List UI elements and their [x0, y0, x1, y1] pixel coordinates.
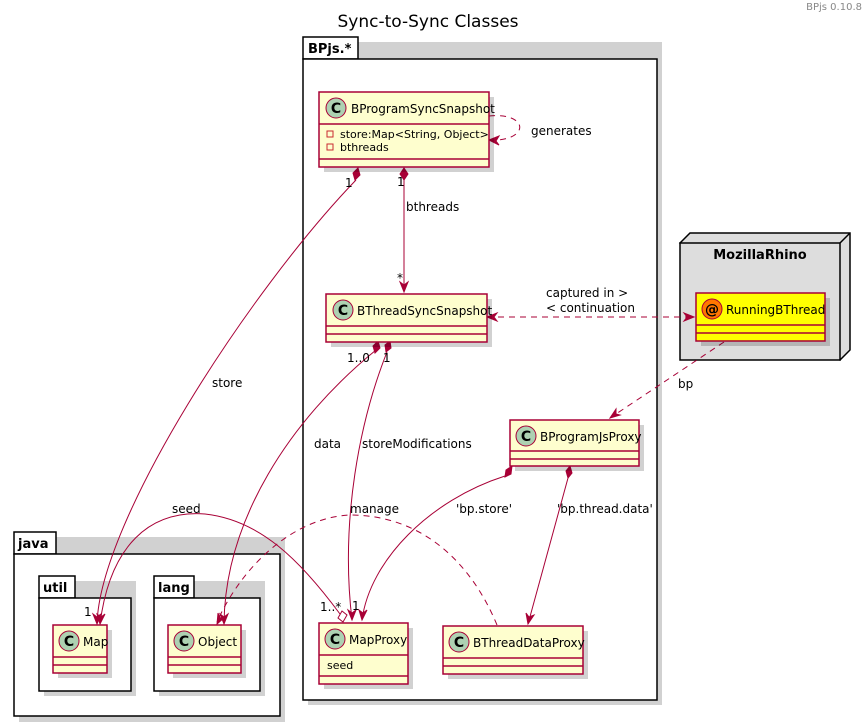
edge-data-label: data [314, 437, 341, 451]
edge-seed-mult: 1..* [320, 600, 341, 614]
class-name: BProgramJsProxy [540, 430, 642, 444]
edge-store-mult-from: 1 [345, 176, 353, 190]
edge-bp-store: 'bp.store' [358, 464, 513, 622]
class-bthread-sync-snapshot: C BThreadSyncSnapshot [325, 293, 493, 347]
class-icon: C [330, 632, 340, 648]
class-icon: C [64, 634, 74, 650]
edge-store-mod-mult-from: 1 [383, 351, 391, 365]
edge-generates: generates [487, 115, 592, 146]
edge-bp-store-label: 'bp.store' [456, 502, 512, 516]
edge-bthreads-mult-from: 1 [397, 175, 405, 189]
version-label: BPjs 0.10.8 [806, 2, 862, 13]
class-name: Object [198, 635, 237, 649]
class-bthread-data-proxy: C BThreadDataProxy [442, 625, 588, 679]
class-running-bthread: @ RunningBThread [695, 292, 830, 346]
edge-bp: bp [608, 341, 725, 419]
edge-bp-thread-data: 'bp.thread.data' [525, 464, 653, 626]
class-icon: C [521, 429, 531, 445]
class-map: C Map [52, 624, 112, 678]
edge-generates-label: generates [531, 124, 592, 138]
class-bprogram-js-proxy: C BProgramJsProxy [509, 419, 644, 471]
class-icon: C [454, 635, 464, 651]
class-attribute: bthreads [340, 141, 389, 154]
package-java-label: java [17, 537, 48, 552]
class-icon: C [338, 303, 348, 319]
package-util-label: util [43, 581, 67, 596]
edge-manage: manage [216, 502, 498, 626]
edge-store-label: store [212, 376, 242, 390]
class-name: MapProxy [349, 633, 407, 647]
class-name: RunningBThread [726, 303, 825, 317]
class-object: C Object [167, 624, 246, 678]
edge-data: data 1..0 [218, 340, 381, 626]
edge-data-mult: 1..0 [347, 351, 370, 365]
class-name: BThreadSyncSnapshot [357, 304, 493, 318]
class-name: BProgramSyncSnapshot [351, 102, 495, 116]
package-bpjs-label: BPjs.* [308, 42, 352, 57]
edge-store-mult-to: 1 [84, 605, 92, 619]
class-name: BThreadDataProxy [473, 636, 585, 650]
annotation-icon: @ [705, 302, 719, 318]
class-icon: C [331, 101, 341, 117]
class-bprogram-sync-snapshot: C BProgramSyncSnapshot store:Map<String,… [318, 91, 495, 172]
edge-seed-label: seed [172, 502, 201, 516]
diagram-title: Sync-to-Sync Classes [337, 12, 518, 32]
edge-store-modifications-label: storeModifications [362, 437, 472, 451]
edge-store: store 1 1 [84, 167, 361, 626]
edge-store-mod-mult-to: 1 [352, 599, 360, 613]
edge-captured-in-label: captured in > [546, 286, 628, 300]
edge-seed: seed 1..* [96, 502, 348, 626]
edge-store-modifications: storeModifications 1 1 [346, 340, 472, 622]
edge-continuation-label: < continuation [546, 301, 635, 315]
class-attribute: seed [327, 659, 353, 672]
class-name: Map [83, 635, 108, 649]
edge-bthreads-label: bthreads [406, 200, 459, 214]
class-icon: C [179, 634, 189, 650]
package-lang-label: lang [158, 581, 190, 596]
edge-bp-thread-data-label: 'bp.thread.data' [557, 502, 653, 516]
edge-bp-label: bp [678, 377, 693, 391]
edge-captured-in: captured in > < continuation [485, 286, 696, 323]
edge-manage-label: manage [350, 502, 399, 516]
edge-bthreads-mult-to: * [397, 271, 403, 285]
edge-bthreads: bthreads 1 * [397, 167, 459, 294]
class-map-proxy: C MapProxy seed [318, 622, 413, 689]
class-attribute: store:Map<String, Object> [340, 128, 489, 141]
node-mozilla-rhino-label: MozillaRhino [713, 248, 807, 263]
